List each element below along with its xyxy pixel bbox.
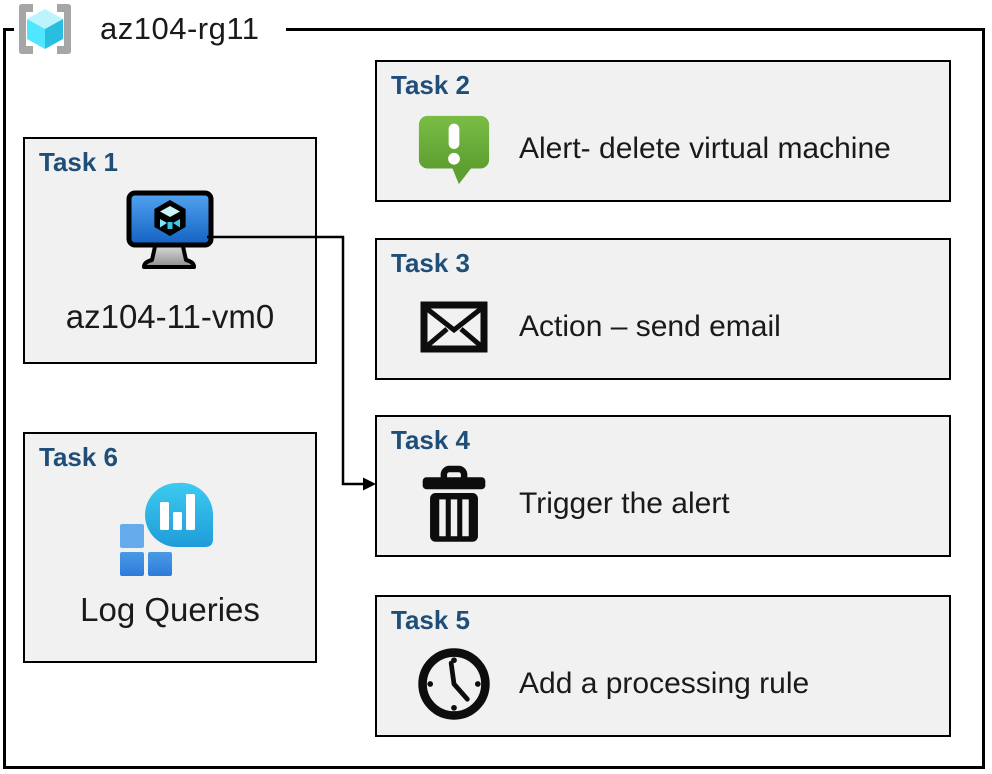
task-4-title: Task 4: [391, 425, 471, 455]
task-4-body: Trigger the alert: [414, 457, 941, 551]
resource-group-header: az104-rg11: [14, 0, 286, 58]
task-1-body: az104-11-vm0: [25, 178, 315, 336]
task-2-title: Task 2: [391, 70, 471, 100]
log-queries-icon: [120, 482, 214, 576]
task-3-label: Action – send email: [519, 310, 781, 343]
task-1-box: Task 1: [23, 137, 317, 364]
resource-group-icon: [19, 4, 71, 54]
task-4-label: Trigger the alert: [519, 487, 730, 520]
task-6-box: Task 6 Log Queries: [23, 432, 317, 663]
task-3-box: Task 3 Action – send email: [375, 238, 951, 380]
task-6-body: Log Queries: [25, 473, 315, 629]
clock-icon: [418, 648, 490, 720]
task-5-box: Task 5 Add a processing rule: [375, 595, 951, 737]
task-1-label: az104-11-vm0: [65, 298, 275, 335]
task-2-box: Task 2 Alert- delete virtual machine: [375, 60, 951, 202]
task-2-body: Alert- delete virtual machine: [414, 102, 941, 196]
email-envelope-icon: [420, 301, 488, 353]
task-3-title: Task 3: [391, 248, 471, 278]
task-6-title: Task 6: [39, 442, 119, 472]
task-4-icon-cell: [414, 465, 494, 543]
resource-group-title: az104-rg11: [100, 11, 260, 46]
task-1-title: Task 1: [39, 147, 119, 177]
task-5-icon-cell: [414, 644, 494, 724]
task-2-label: Alert- delete virtual machine: [519, 132, 891, 165]
trash-icon: [422, 465, 486, 542]
virtual-machine-icon: [126, 190, 214, 269]
task-3-icon-cell: [414, 301, 494, 353]
task-5-label: Add a processing rule: [519, 667, 810, 700]
task-3-body: Action – send email: [414, 280, 941, 374]
task-4-box: Task 4 Trigger the alert: [375, 415, 951, 557]
task-5-body: Add a processing rule: [414, 637, 941, 731]
task-2-icon-cell: [414, 109, 494, 189]
task-5-title: Task 5: [391, 605, 471, 635]
alert-message-icon: [418, 115, 490, 185]
task-6-label: Log Queries: [80, 591, 260, 628]
